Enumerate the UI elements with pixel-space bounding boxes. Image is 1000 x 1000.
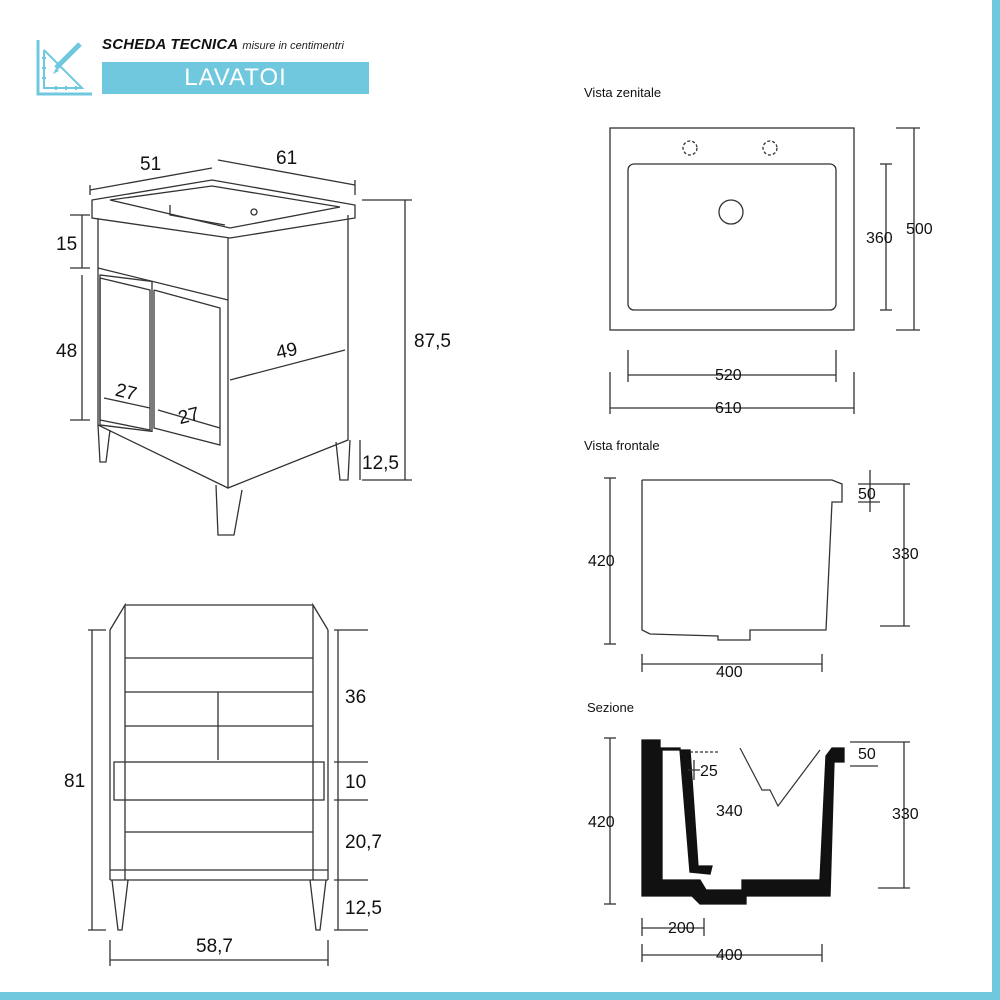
top-view-title: Vista zenitale	[584, 85, 661, 100]
dim-front-view-rim: 50	[858, 486, 876, 503]
dim-top-inner-width: 520	[715, 367, 742, 384]
cabinet-front	[88, 602, 368, 966]
top-view	[609, 127, 920, 414]
dim-section-width: 400	[716, 947, 743, 964]
dim-section-height: 420	[588, 814, 615, 831]
dim-total-height: 87,5	[414, 331, 451, 352]
dim-cabinet-depth: 61	[276, 148, 297, 169]
dim-door-right-width: 27	[176, 404, 202, 429]
header-note: misure in centimentri	[242, 40, 344, 52]
dim-section-wall: 25	[700, 763, 718, 780]
dim-front-total-height: 81	[64, 771, 85, 792]
front-view-title: Vista frontale	[584, 438, 660, 453]
dim-front-view-inner-height: 330	[892, 546, 919, 563]
dim-door-left-width: 27	[113, 380, 139, 405]
dim-top-outer-depth: 500	[906, 221, 933, 238]
ruler-pencil-icon	[36, 40, 92, 96]
dim-front-drawer: 10	[345, 772, 366, 793]
header-banner: LAVATOI	[102, 62, 369, 94]
dim-front-upper: 36	[345, 687, 366, 708]
dim-top-inner-depth: 360	[866, 230, 893, 247]
header-title: SCHEDA TECNICA	[102, 36, 239, 53]
dim-front-leg: 12,5	[345, 898, 382, 919]
dim-section-depth: 340	[716, 803, 743, 820]
header-title-row: SCHEDA TECNICA misure in centimentri	[102, 36, 344, 53]
dim-front-width: 58,7	[196, 936, 233, 957]
dim-section-inner-height: 330	[892, 806, 919, 823]
dim-side-depth: 49	[274, 339, 299, 364]
section-view	[604, 737, 910, 962]
front-view	[604, 470, 910, 672]
dim-top-height: 15	[56, 234, 77, 255]
dim-cabinet-width: 51	[140, 154, 161, 175]
dim-leg-height: 12,5	[362, 453, 399, 474]
dim-section-drain-offset: 200	[668, 920, 695, 937]
dim-door-height: 48	[56, 341, 77, 362]
dim-front-view-width: 400	[716, 664, 743, 681]
section-view-title: Sezione	[587, 700, 634, 715]
dim-top-outer-width: 610	[715, 400, 742, 417]
dim-front-view-height: 420	[588, 553, 615, 570]
dim-section-rim: 50	[858, 746, 876, 763]
cabinet-perspective	[70, 159, 412, 536]
dim-front-lower: 20,7	[345, 832, 382, 853]
